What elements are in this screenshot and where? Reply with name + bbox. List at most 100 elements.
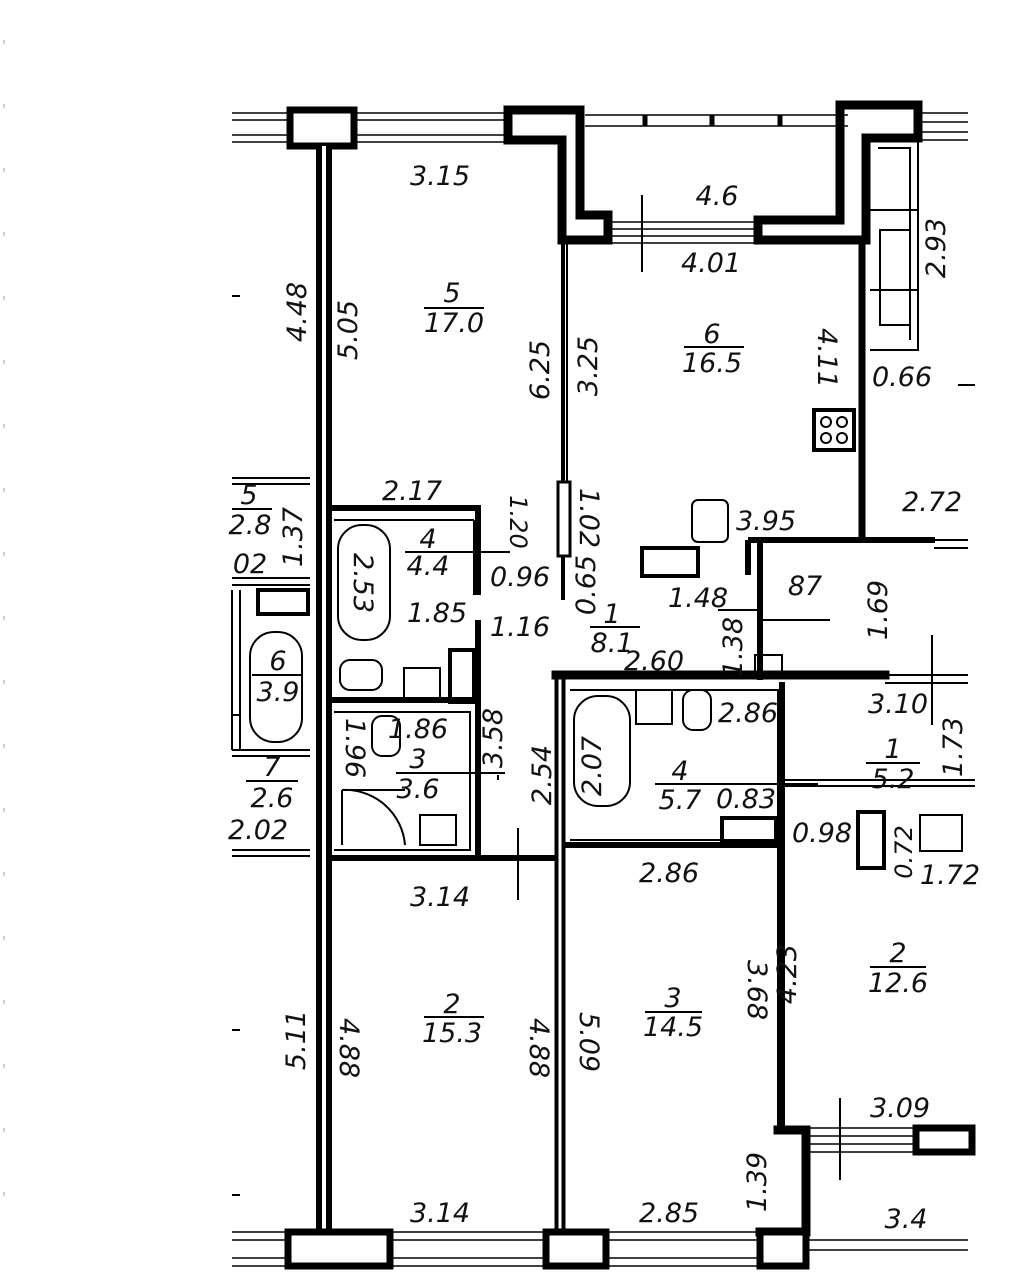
dimension-label: 1.96 — [339, 718, 370, 778]
room-area: 16.5 — [682, 348, 742, 379]
room-label: 4 5.7 — [655, 756, 818, 816]
room-number: 4 — [671, 756, 688, 787]
sink — [403, 667, 441, 701]
room-number: 5 — [443, 278, 460, 309]
dimension-label: 4.11 — [811, 328, 842, 388]
dimension-label: 1.86 — [388, 714, 448, 745]
room-number: 1 — [884, 734, 901, 765]
dimension-labels: 3.15 4.6 4.01 2.93 4.48 5.05 6.25 3.25 4… — [228, 161, 980, 1235]
room-number: 5 — [240, 480, 257, 511]
room-area: 8.1 — [591, 628, 634, 659]
room-number: 6 — [703, 319, 720, 350]
dimension-label: 1.39 — [742, 1152, 773, 1212]
room-area: 12.6 — [868, 968, 928, 999]
room-label: 3 3.6 — [396, 744, 505, 805]
room-labels: 5 17.0 6 16.5 4 4.4 1 8.1 3 3.6 4 5.7 — [229, 278, 929, 1049]
dimension-label: 1.37 — [278, 507, 309, 567]
dimension-label: 4.88 — [523, 1018, 554, 1078]
room-area: 5.7 — [659, 785, 702, 816]
room-number: 1 — [603, 599, 620, 630]
radiator — [448, 648, 476, 704]
toilet — [339, 659, 383, 691]
dimension-label: 2.72 — [902, 487, 962, 518]
sink — [691, 499, 729, 543]
dimension-label: 3.15 — [410, 161, 470, 192]
sink — [635, 689, 673, 725]
radiator — [720, 816, 778, 844]
toilet — [371, 715, 401, 757]
room-area: 17.0 — [424, 308, 484, 339]
room-number: 7 — [263, 752, 280, 783]
room-area: 3.6 — [397, 774, 440, 805]
dimension-label: 1.38 — [718, 617, 749, 677]
room-number: 6 — [269, 646, 286, 677]
dimension-label: 0.98 — [792, 818, 852, 849]
dimension-label: 1.02 — [573, 488, 604, 548]
room-area: 14.5 — [643, 1012, 703, 1043]
bathtub — [573, 695, 631, 807]
room-area: 3.9 — [257, 677, 300, 708]
door-swing — [341, 788, 406, 846]
room-label: 1 5.2 — [866, 734, 920, 795]
room-label: 1 8.1 — [590, 599, 640, 659]
dimension-label: 5.09 — [573, 1012, 604, 1072]
room-area: 15.3 — [422, 1018, 482, 1049]
dimension-label: 2.86 — [639, 858, 699, 889]
room-area: 4.4 — [407, 551, 450, 582]
dimension-label: 2.53 — [347, 553, 378, 613]
room-number: 4 — [419, 524, 436, 555]
dimension-label: 2.54 — [527, 745, 558, 805]
dimension-label: 3.95 — [736, 506, 796, 537]
toilet — [682, 689, 712, 731]
dimension-label: 6.25 — [525, 340, 556, 400]
dimension-label: 4.23 — [772, 944, 803, 1004]
room-area: 2.6 — [251, 783, 294, 814]
sink — [919, 814, 963, 852]
dimension-label: 1.73 — [938, 717, 969, 777]
dimension-label: 4.6 — [696, 181, 739, 212]
room-label: 3 14.5 — [643, 983, 703, 1043]
room-label: 5 17.0 — [424, 278, 484, 339]
dimension-label: 3.25 — [573, 336, 604, 396]
room-label: 4 4.4 — [405, 524, 510, 582]
dimension-label: 87 — [788, 571, 822, 602]
room-area: 2.8 — [229, 510, 272, 541]
dimension-label: 0.83 — [716, 784, 776, 815]
dimension-label: 4.88 — [333, 1018, 364, 1078]
radiator — [856, 810, 886, 870]
room-label: 5 2.8 — [229, 480, 272, 541]
room-number: 2 — [889, 938, 906, 969]
dimension-label: 2.60 — [624, 646, 684, 677]
room-label: 7 2.6 — [246, 752, 298, 814]
bathtub — [337, 524, 391, 641]
room-area: 5.2 — [872, 764, 915, 795]
dimension-label: 1.20 — [504, 495, 532, 548]
dimension-label: 0.72 — [890, 825, 918, 878]
dimension-label: 4.01 — [681, 248, 741, 279]
room-label: 6 16.5 — [682, 319, 744, 379]
dimension-label: 3.58 — [478, 708, 509, 768]
dimension-label: 3.10 — [868, 689, 928, 720]
dimension-label: 2.17 — [382, 476, 442, 507]
dimension-label: 1.48 — [668, 583, 728, 614]
room-label: 6 3.9 — [252, 646, 302, 708]
dimension-label: 2.93 — [921, 218, 952, 278]
room-label: 2 15.3 — [422, 989, 484, 1049]
bathtub — [249, 631, 303, 743]
dimension-label: 2.86 — [718, 698, 778, 729]
dimension-label: 1.72 — [920, 860, 980, 891]
dimension-label: 3.09 — [870, 1093, 930, 1124]
sink — [419, 814, 457, 846]
radiator — [640, 546, 700, 578]
dimension-label: 1.85 — [407, 598, 467, 629]
dimension-label: 3.4 — [885, 1204, 928, 1235]
dimension-label: 1.69 — [863, 580, 894, 640]
dimension-label: 1.16 — [490, 612, 550, 643]
dimension-label: 5.05 — [333, 300, 364, 360]
dimension-label: 3.68 — [741, 960, 772, 1020]
room-number: 3 — [664, 983, 681, 1014]
dimension-label: 2.02 — [228, 815, 288, 846]
dimension-label: 02 — [233, 549, 267, 580]
dimension-label: 2.85 — [639, 1198, 699, 1229]
